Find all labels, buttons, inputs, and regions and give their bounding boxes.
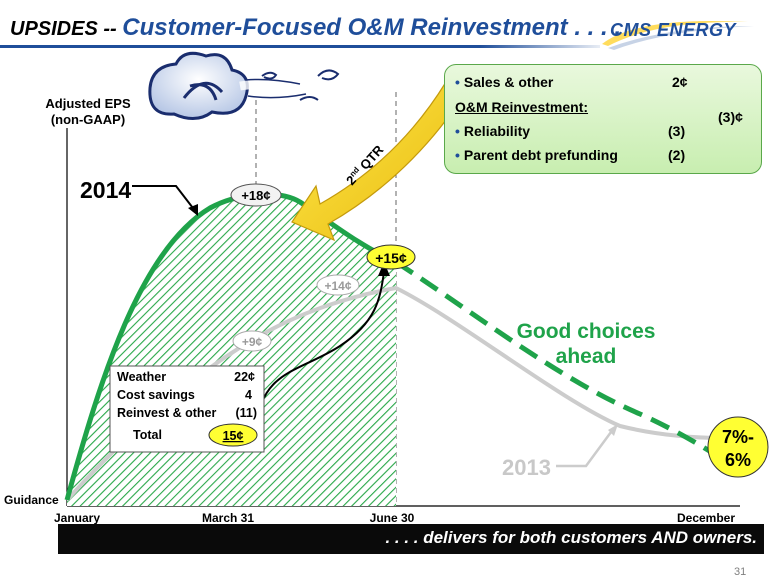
march-2013-value: +9¢	[242, 335, 263, 349]
cost-value: 4	[245, 388, 252, 402]
june-2014-value: +15¢	[375, 250, 407, 266]
target-line2: 6%	[725, 450, 751, 470]
title-lead: UPSIDES --	[10, 18, 123, 40]
y-axis-label-2: (non-GAAP)	[51, 112, 125, 127]
good-choices-line2: ahead	[556, 345, 617, 368]
om-heading: O&M Reinvestment:	[455, 99, 589, 115]
arrowhead-2013	[608, 424, 618, 436]
total-badge	[208, 423, 258, 447]
sales-value: 2¢	[672, 74, 688, 90]
second-qtr-arrow	[291, 81, 463, 242]
prefund-value: (2)	[668, 147, 686, 163]
target-line1: 7%-	[722, 427, 754, 447]
x-tick-december: December	[677, 511, 735, 525]
series-2014-line	[64, 191, 398, 501]
total-value: 15¢	[223, 429, 244, 443]
badge-march-2013	[232, 330, 272, 352]
weather-label: Weather	[117, 370, 166, 384]
callout-prefund-row: •Parent debt prefunding	[455, 147, 618, 163]
title-underline	[0, 45, 600, 48]
reinvest-label: Reinvest & other	[117, 406, 216, 420]
wind-cloud-icon	[148, 51, 340, 120]
y-axis-label-1: Adjusted EPS	[45, 96, 131, 111]
reliability-label: Reliability	[463, 123, 531, 139]
x-tick-march: March 31	[202, 511, 254, 525]
series-2014-projection	[394, 259, 726, 463]
bullet-icon: •	[455, 123, 460, 139]
total-to-june-arrow	[255, 271, 385, 431]
badge-june-2014	[366, 244, 416, 270]
x-tick-january: January	[54, 511, 100, 525]
bullet-icon: •	[455, 147, 460, 163]
prefund-label: Parent debt prefunding	[463, 147, 618, 163]
reliability-value: (3)	[668, 123, 686, 139]
pointer-2013	[556, 427, 616, 468]
total-label: Total	[133, 428, 162, 442]
group-total: (3)¢	[718, 109, 743, 125]
bullet-icon: •	[455, 74, 460, 90]
footer-bar	[58, 524, 764, 554]
good-choices-line1: Good choices	[517, 320, 656, 343]
badge-june-2013	[316, 274, 360, 296]
reinvest-value: (11)	[235, 406, 257, 420]
june-2013-value: +14¢	[324, 279, 351, 293]
footer-tagline: . . . . delivers for both customers AND …	[385, 528, 757, 547]
pointer-2014	[132, 185, 197, 213]
callout-reliability-row: •Reliability	[455, 123, 530, 139]
label-2014: 2014	[80, 177, 131, 203]
peak-value: +18¢	[241, 188, 270, 203]
page-number: 31	[734, 566, 747, 578]
guidance-label: Guidance	[4, 493, 59, 507]
upsides-callout	[444, 64, 762, 174]
weather-value: 22¢	[234, 370, 255, 384]
badge-target	[707, 416, 769, 478]
callout-sales-row: •Sales & other	[455, 74, 553, 90]
sales-label: Sales & other	[463, 74, 554, 90]
label-2013: 2013	[502, 455, 551, 480]
cost-label: Cost savings	[117, 388, 195, 402]
slide-title: UPSIDES -- Customer-Focused O&M Reinvest…	[10, 14, 621, 42]
badge-peak	[230, 183, 282, 207]
cms-logo-swoosh	[602, 20, 754, 50]
x-tick-june: June 30	[370, 511, 415, 525]
title-main: Customer-Focused O&M Reinvestment . . . …	[122, 14, 621, 41]
arrowhead-2014	[188, 204, 198, 216]
logo-text: CMS ENERGY	[610, 20, 737, 40]
